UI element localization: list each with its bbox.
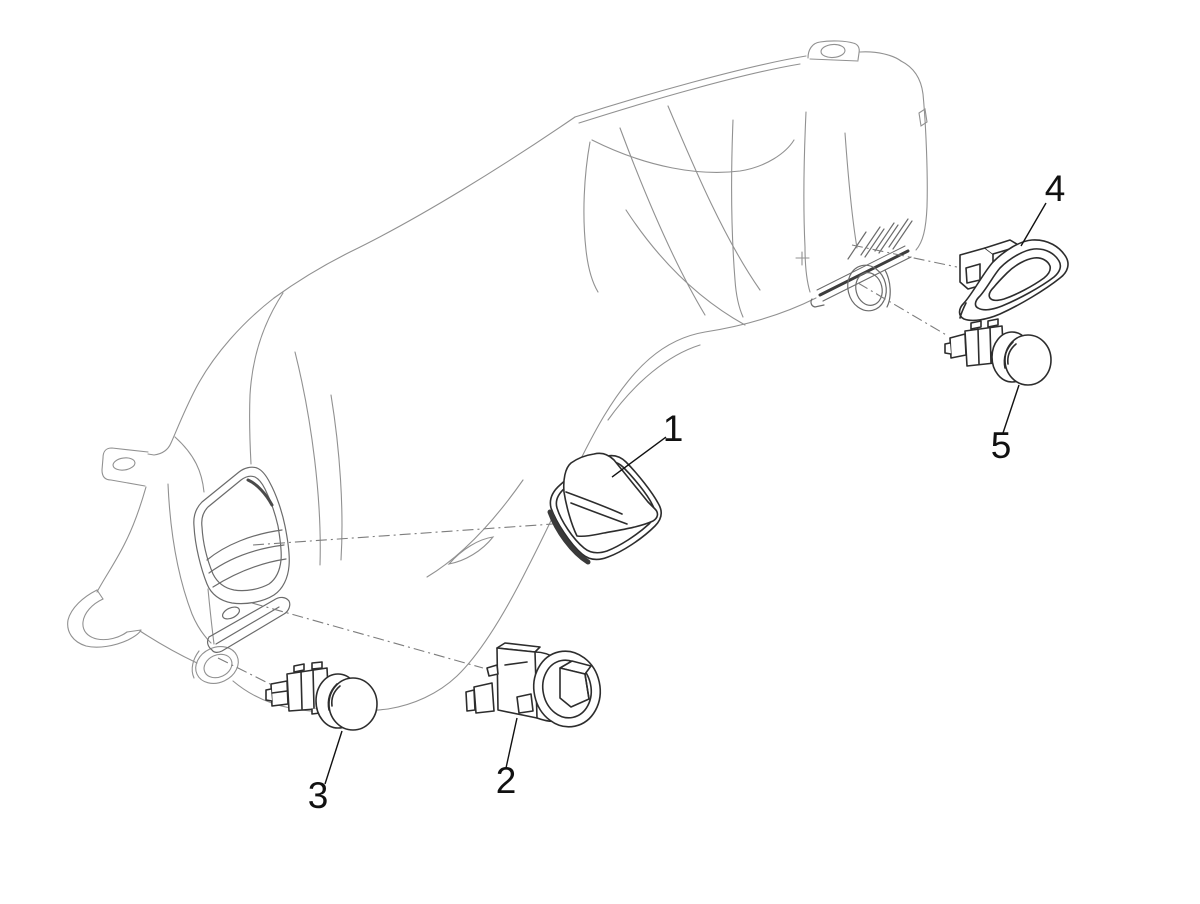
projection-lines <box>217 244 958 685</box>
bracket-hole <box>820 43 846 59</box>
projection-line-2 <box>251 602 484 669</box>
projection-line-3 <box>217 657 271 685</box>
callout-label-2: 2 <box>496 760 517 801</box>
projection-line-1 <box>252 523 554 546</box>
callouts: 1 2 3 4 5 <box>308 168 1066 816</box>
callout-leader-5 <box>1002 384 1020 434</box>
part-3-push-button <box>265 661 378 731</box>
projection-line-5 <box>857 282 949 337</box>
tab-hole <box>112 457 136 471</box>
mounting-bracket <box>807 40 860 61</box>
cover-details <box>193 218 913 653</box>
lower-slot <box>206 596 291 653</box>
handlebar-tube-ring-left <box>195 646 239 684</box>
callout-label-1: 1 <box>663 408 684 449</box>
handlebar-cover-drawing <box>67 40 928 713</box>
hook-bracket <box>67 589 142 648</box>
callout-leader-1 <box>611 436 667 478</box>
callout-label-4: 4 <box>1045 168 1066 209</box>
callout-leader-3 <box>324 730 343 785</box>
projection-line-4 <box>851 244 958 268</box>
callout-leader-2 <box>505 717 518 769</box>
part-5-push-button <box>944 318 1052 386</box>
side-tab <box>101 447 149 487</box>
callout-leader-4 <box>1020 202 1047 247</box>
parts <box>265 239 1069 731</box>
callout-label-5: 5 <box>991 425 1012 466</box>
callout-label-3: 3 <box>308 775 329 816</box>
handlebar-tube-ring-right <box>847 264 887 312</box>
part-4-bezel <box>958 239 1069 322</box>
part-2-switch-assembly <box>465 642 602 728</box>
switch-opening-bezel <box>193 466 290 605</box>
part-1-rocker-switch <box>547 452 662 565</box>
